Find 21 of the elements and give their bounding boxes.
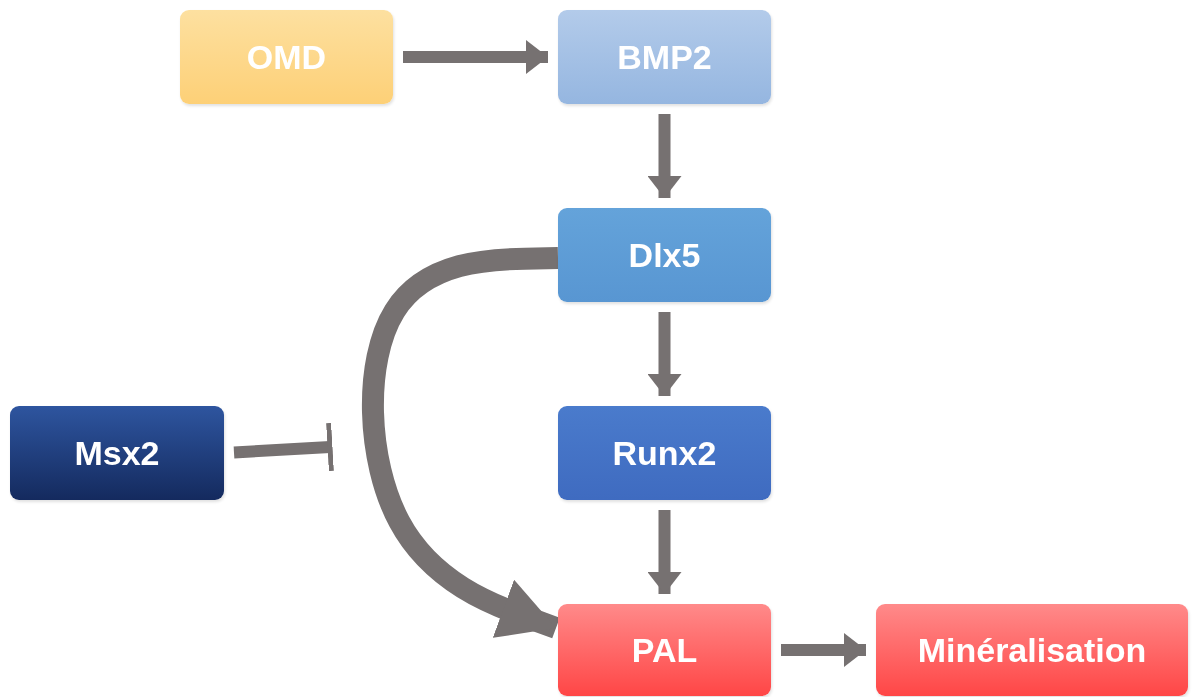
gene-box: [10, 406, 224, 500]
gene-label: OMD: [246, 37, 327, 77]
arrow: [781, 633, 866, 667]
gene-label: Minéralisation: [917, 630, 1147, 670]
gene-label: PAL: [631, 630, 698, 670]
gene-label: BMP2: [617, 37, 712, 77]
gene-box: [558, 208, 771, 302]
gene-box: [558, 604, 771, 696]
arrow: [647, 510, 682, 594]
arrow: [647, 312, 682, 396]
arrow: [403, 40, 548, 74]
gene-box: [180, 10, 393, 104]
gene-box: [558, 10, 771, 104]
arrow: [647, 114, 682, 198]
gene-box: [876, 604, 1188, 696]
gene-label: Dlx5: [628, 235, 701, 275]
gene-box: [558, 406, 771, 500]
curved-arrow: [362, 247, 560, 639]
gene-label: Runx2: [612, 433, 717, 473]
gene-label: Msx2: [74, 433, 160, 473]
inhibition-line: [233, 422, 334, 472]
